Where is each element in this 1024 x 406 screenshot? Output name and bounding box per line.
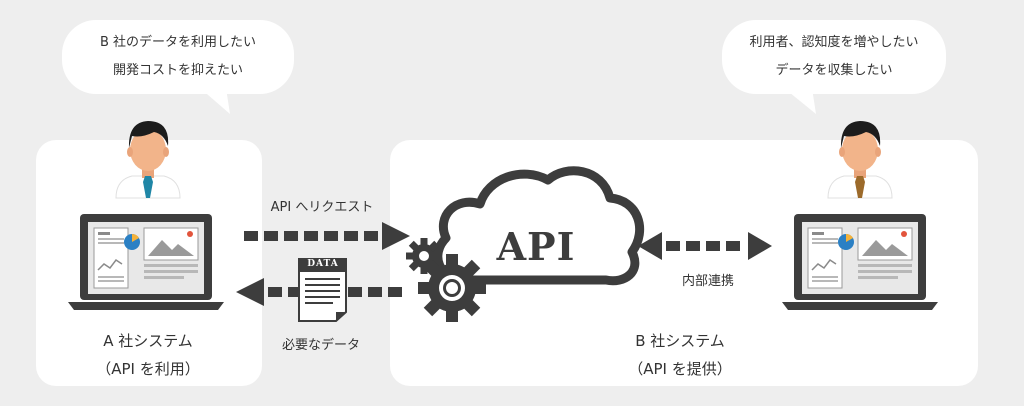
speech-bubble-b: 利用者、認知度を増やしたい データを収集したい	[722, 20, 946, 94]
response-arrow-label: 必要なデータ	[281, 338, 360, 353]
system-a-title: A 社システム	[103, 332, 193, 350]
system-b-title: B 社システム	[635, 332, 725, 350]
person-a-icon	[115, 121, 181, 199]
bubble-b-line1: 利用者、認知度を増やしたい	[749, 35, 919, 50]
laptop-a-icon	[68, 214, 224, 310]
internal-link-arrow-icon	[638, 232, 772, 260]
person-b-icon	[827, 121, 893, 199]
bubble-b-line2: データを収集したい	[775, 63, 893, 78]
data-document-icon	[298, 258, 347, 322]
data-document-label: DATA	[307, 259, 339, 269]
system-a-subtitle: （API を利用）	[96, 360, 200, 378]
request-arrow-label: API へリクエスト	[270, 200, 374, 215]
laptop-b-icon	[782, 214, 938, 310]
api-cloud-label: API	[496, 224, 576, 269]
bubble-a-line2: 開発コストを抑えたい	[112, 63, 243, 78]
large-gear-icon	[418, 254, 486, 322]
api-cloud-icon	[433, 166, 645, 286]
request-arrow-icon	[244, 222, 410, 250]
system-b-subtitle: （API を提供）	[628, 360, 732, 378]
speech-bubble-b-tail	[784, 88, 816, 114]
bubble-a-line1: B 社のデータを利用したい	[99, 35, 257, 50]
speech-bubble-a-tail	[200, 88, 230, 114]
internal-link-label: 内部連携	[681, 274, 734, 289]
speech-bubble-a: B 社のデータを利用したい 開発コストを抑えたい	[62, 20, 294, 94]
